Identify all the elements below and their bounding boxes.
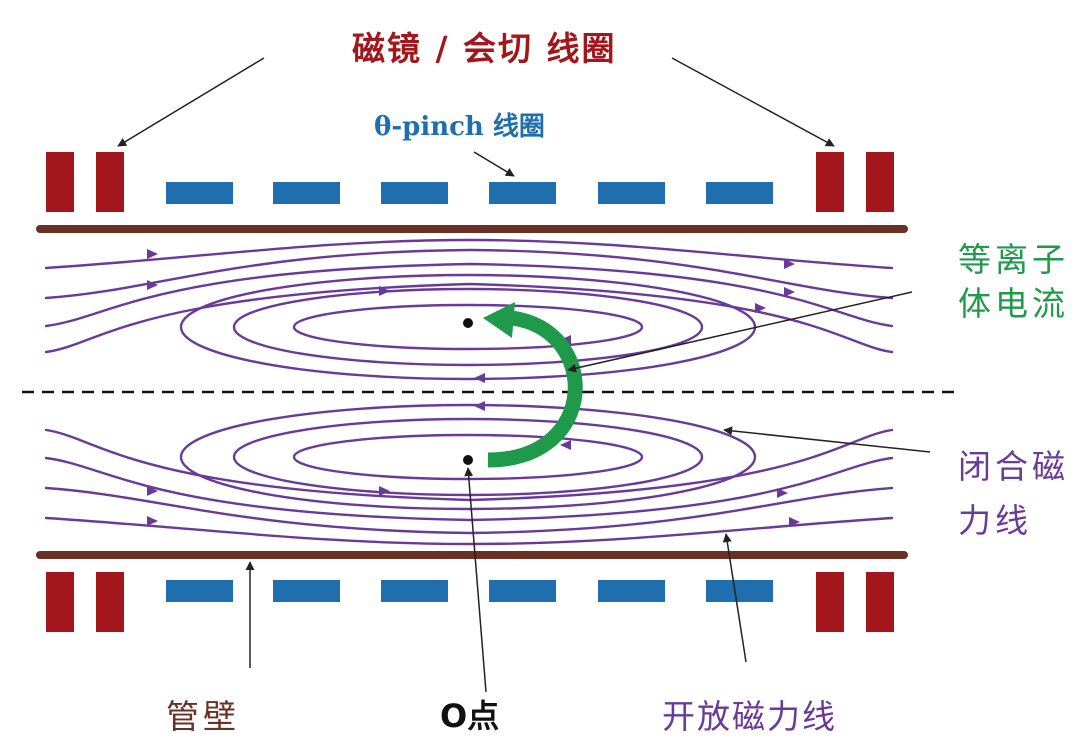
open-field-line xyxy=(44,238,894,270)
field-arrowhead xyxy=(784,259,795,269)
pointer-mirror-left xyxy=(117,57,265,147)
closed-field-line xyxy=(232,417,704,497)
mirror-coil-top-left-inner xyxy=(96,152,124,212)
theta-pinch-coils xyxy=(166,182,773,602)
theta-pinch-coil-top-5 xyxy=(598,182,665,204)
theta-pinch-coil-top-1 xyxy=(166,182,233,204)
open-field-line xyxy=(44,516,894,546)
pointer-theta-pinch xyxy=(473,151,515,177)
field-arrowhead xyxy=(777,488,788,498)
field-arrowhead xyxy=(789,517,800,527)
mirror-coil-label: 磁镜 / 会切 线圈 xyxy=(352,29,617,68)
pointer-closed-lines xyxy=(723,426,931,453)
field-arrowhead xyxy=(560,440,571,450)
pointer-o-point xyxy=(464,467,487,693)
theta-pinch-coil-bottom-6 xyxy=(706,580,773,602)
theta-pinch-coil-label: θ-pinch 线圈 xyxy=(374,112,545,142)
plasma-current-label-line: 等离子 xyxy=(958,240,1069,279)
pointer-open-lines xyxy=(722,533,747,663)
theta-pinch-coil-bottom-1 xyxy=(166,580,233,602)
closed-field-line xyxy=(232,287,704,367)
mirror-coils xyxy=(46,152,894,632)
theta-pinch-coil-top-2 xyxy=(273,182,340,204)
tube-wall-label: 管壁 xyxy=(166,697,240,736)
field-arrowhead xyxy=(147,486,158,496)
open-field-line xyxy=(44,486,894,535)
curved-arrow-icon xyxy=(483,302,583,468)
pointer-plasma-current xyxy=(567,291,913,373)
open-field-lines-label: 开放磁力线 xyxy=(662,697,837,736)
field-arrowhead xyxy=(147,249,158,259)
plasma-current-label-line: 体电流 xyxy=(958,284,1069,323)
field-arrowhead xyxy=(379,486,390,496)
theta-pinch-coil-top-4 xyxy=(489,182,556,204)
pointer-mirror-right xyxy=(671,57,835,147)
mirror-coil-top-right-inner xyxy=(816,152,844,212)
field-arrowhead xyxy=(474,373,485,383)
theta-pinch-coil-bottom-4 xyxy=(489,580,556,602)
open-field-line xyxy=(44,456,894,522)
field-line-arrowheads xyxy=(147,249,800,527)
field-lines xyxy=(44,238,894,546)
open-field-line xyxy=(44,282,894,354)
closed-field-line xyxy=(292,303,644,351)
plasma-current-label: 等离子 体电流 xyxy=(958,238,1069,326)
mirror-coil-top-right-outer xyxy=(866,152,894,212)
field-arrowhead xyxy=(755,303,766,313)
field-arrowhead xyxy=(147,280,158,290)
field-arrowhead xyxy=(474,401,485,411)
mirror-coil-bottom-left-outer xyxy=(46,572,74,632)
mirror-coil-bottom-right-inner xyxy=(816,572,844,632)
closed-field-line xyxy=(179,403,757,511)
closed-field-lines-label: 闭合磁 力线 xyxy=(958,440,1069,548)
tube-walls xyxy=(36,225,908,559)
mirror-coil-top-left-outer xyxy=(46,152,74,212)
pointer-lines xyxy=(117,57,931,693)
theta-pinch-coil-bottom-5 xyxy=(598,580,665,602)
closed-field-lines-label-line: 力线 xyxy=(958,501,1032,540)
open-field-line xyxy=(44,262,894,328)
field-arrowhead xyxy=(784,287,795,297)
theta-pinch-coil-bottom-2 xyxy=(273,580,340,602)
o-point-label: O点 xyxy=(440,697,500,735)
o-point-top xyxy=(463,318,473,328)
theta-pinch-coil-top-3 xyxy=(381,182,448,204)
o-point-bottom xyxy=(463,455,473,465)
field-arrowhead xyxy=(379,286,390,296)
closed-field-line xyxy=(292,433,644,481)
theta-pinch-coil-bottom-3 xyxy=(381,580,448,602)
mirror-coil-bottom-right-outer xyxy=(866,572,894,632)
field-arrowhead xyxy=(147,516,158,526)
theta-pinch-coil-top-6 xyxy=(706,182,773,204)
mirror-coil-bottom-left-inner xyxy=(96,572,124,632)
closed-field-lines-label-line: 闭合磁 xyxy=(958,447,1069,486)
